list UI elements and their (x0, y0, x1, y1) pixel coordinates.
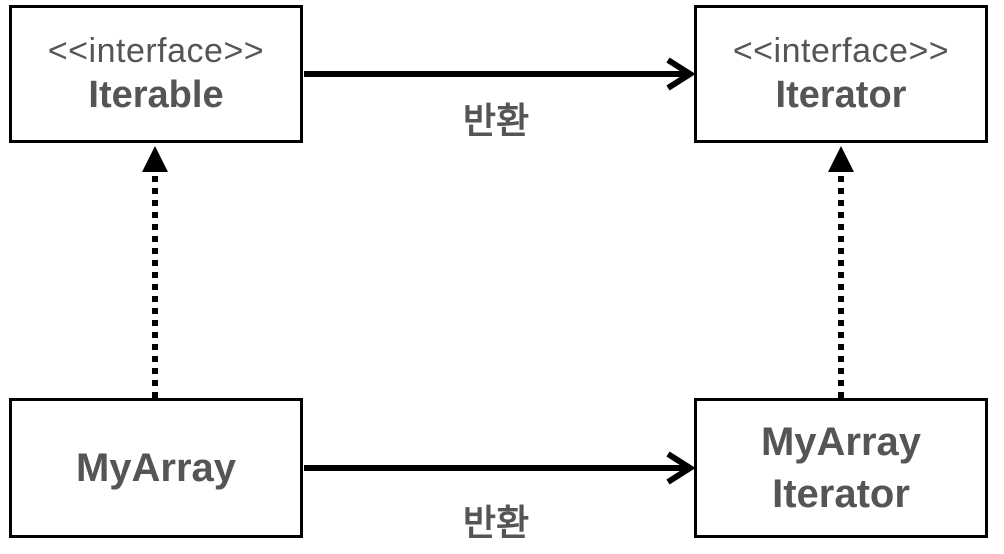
edge-myarray-to-myarray-iterator (304, 451, 696, 485)
edge-myarray-iterator-implements-iterator (828, 146, 854, 398)
node-iterator: <<interface>> Iterator (694, 5, 988, 143)
node-name: MyArray (75, 446, 237, 490)
open-arrowhead-icon (666, 451, 696, 485)
node-myarray: MyArray (9, 398, 303, 538)
node-myarray-iterator: MyArray Iterator (694, 398, 988, 538)
node-name-line1: MyArray (760, 420, 922, 464)
node-name: Iterator (775, 74, 907, 116)
edge-iterable-to-iterator (304, 57, 696, 91)
node-stereotype: <<interface>> (732, 32, 950, 70)
edge-myarray-implements-iterable (142, 146, 168, 398)
node-iterable: <<interface>> Iterable (9, 5, 303, 143)
edge-label-bottom: 반환 (462, 503, 530, 544)
open-arrowhead-icon (666, 57, 696, 91)
filled-arrowhead-icon (142, 146, 168, 172)
node-stereotype: <<interface>> (47, 32, 265, 70)
filled-arrowhead-icon (828, 146, 854, 172)
node-name: Iterable (88, 74, 224, 116)
node-name-line2: Iterator (772, 472, 910, 516)
edge-label-top: 반환 (462, 101, 530, 142)
